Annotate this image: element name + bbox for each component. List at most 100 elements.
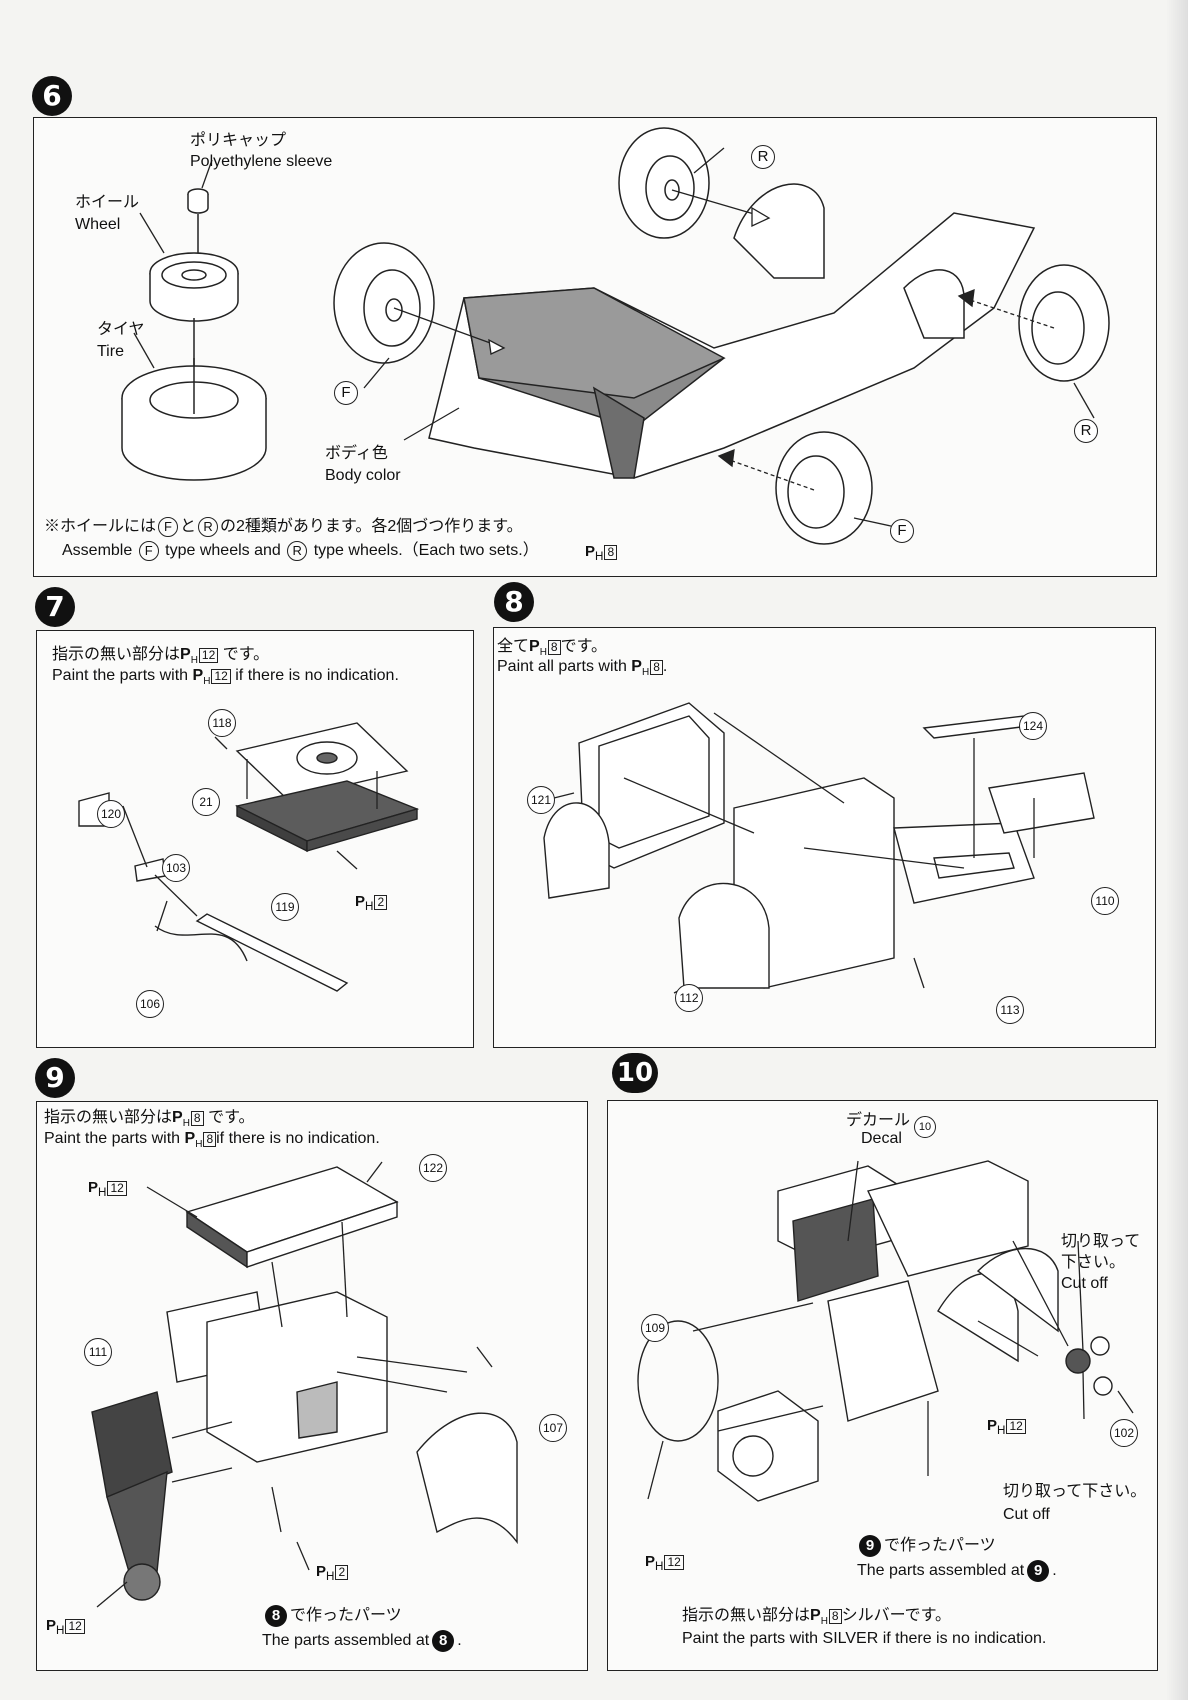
part-number: 113 (996, 996, 1024, 1024)
step6-body-en: Body color (325, 467, 401, 484)
part-number: 102 (1110, 1419, 1138, 1447)
instr-text: です。 (208, 1109, 255, 1126)
step6-cap-en: Polyethylene sleeve (190, 153, 333, 170)
instr-text: 指示の無い部分は (44, 1109, 173, 1126)
instr-text: 指示の無い部分は (682, 1607, 811, 1624)
letter-r-icon: R (287, 541, 308, 561)
part-number: 111 (84, 1338, 112, 1366)
note-text: ※ホイールには (44, 518, 157, 535)
step-10-badge: 10 (612, 1053, 658, 1093)
step6-wheel-jp: ホイール (75, 194, 140, 211)
step6-wheel-en: Wheel (75, 216, 121, 233)
from-text: The parts assembled at (857, 1562, 1025, 1579)
note-text: の2種類があります。各2個づつ作ります。 (220, 518, 523, 535)
step-8-badge: 8 (494, 582, 534, 622)
step-7-badge: 7 (35, 587, 75, 627)
step-6-badge: 6 (32, 76, 72, 116)
from-text: The parts assembled at (262, 1632, 430, 1649)
letter-f-icon: F (158, 517, 179, 537)
step-ref-icon: 9 (1027, 1560, 1050, 1582)
letter-f-icon: F (138, 541, 159, 561)
part-number: 119 (271, 893, 299, 921)
instr-text: 指示の無い部分は (52, 646, 181, 663)
paint-num: 12 (198, 648, 219, 663)
step10-cut2-en: Cut off (1003, 1506, 1050, 1523)
wheel-letter-f: F (890, 519, 914, 543)
from-text: . (457, 1632, 462, 1649)
from-text: で作ったパーツ (884, 1537, 996, 1554)
part-number: 122 (419, 1154, 447, 1182)
instr-text: です。 (222, 646, 270, 663)
note-text: type wheels.（Each two sets.） (313, 542, 539, 559)
paint-num: 8 (547, 640, 561, 655)
paint-num: 8 (203, 1132, 217, 1147)
part-number: 118 (208, 709, 236, 737)
letter-r-icon: R (198, 517, 219, 537)
part-number: 109 (641, 1314, 669, 1342)
decal-number: 10 (914, 1116, 936, 1138)
paint-num: 8 (650, 660, 663, 675)
instr-text: if there is no indication. (216, 1130, 380, 1147)
paint-num: 12 (211, 669, 231, 684)
step-6-illustration (121, 127, 1110, 545)
step10-cut1-en: Cut off (1061, 1275, 1108, 1292)
part-number: 124 (1019, 712, 1047, 740)
step10-instr-en: Paint the parts with SILVER if there is … (682, 1630, 1047, 1647)
page-edge-shadow (1166, 0, 1188, 1700)
step-ref-icon: 9 (859, 1535, 881, 1557)
part-number: 106 (136, 990, 164, 1018)
step10-cut1-jp-a: 切り取って (1061, 1233, 1141, 1250)
step-ref-icon: 8 (432, 1630, 455, 1652)
step-6-panel (33, 117, 1157, 577)
part-number: 121 (527, 786, 555, 814)
instr-text: Paint all parts with (497, 658, 627, 675)
step-10-illustration (637, 1160, 1134, 1502)
note-text: Assemble (62, 542, 133, 559)
paint-num: 8 (828, 1609, 842, 1624)
note-text: と (180, 518, 197, 535)
instr-text: Paint the parts with (52, 667, 189, 684)
step-7-panel (36, 630, 474, 1048)
step6-tire-jp: タイヤ (97, 321, 145, 338)
wheel-letter-r: R (751, 145, 775, 169)
part-number: 120 (97, 800, 125, 828)
paint-num: 8 (190, 1111, 204, 1126)
step10-cut1-jp-b: 下さい。 (1061, 1254, 1126, 1271)
step-8-panel (493, 627, 1156, 1048)
step-9-badge: 9 (35, 1058, 75, 1098)
instr-text: Paint the parts with (44, 1130, 181, 1147)
instr-text: 全て (497, 638, 530, 655)
step6-body-jp: ボディ色 (325, 445, 388, 462)
from-text: . (1052, 1562, 1057, 1579)
instr-text: シルバーです。 (841, 1607, 952, 1624)
step10-decal-en: Decal (861, 1130, 902, 1147)
note-text: type wheels and (165, 542, 281, 559)
step-8-illustration (543, 702, 1095, 994)
wheel-letter-r: R (1074, 419, 1098, 443)
step6-cap-jp: ポリキャップ (190, 132, 287, 149)
instr-text: if there is no indication. (235, 667, 399, 684)
step6-note-en: Assemble F type wheels and R type wheels… (62, 541, 539, 561)
instr-text: です。 (560, 638, 608, 655)
step-ref-icon: 8 (265, 1605, 287, 1627)
part-number: 110 (1091, 887, 1119, 915)
step6-tire-en: Tire (97, 343, 124, 360)
step10-cut2-jp: 切り取って下さい。 (1003, 1483, 1147, 1500)
